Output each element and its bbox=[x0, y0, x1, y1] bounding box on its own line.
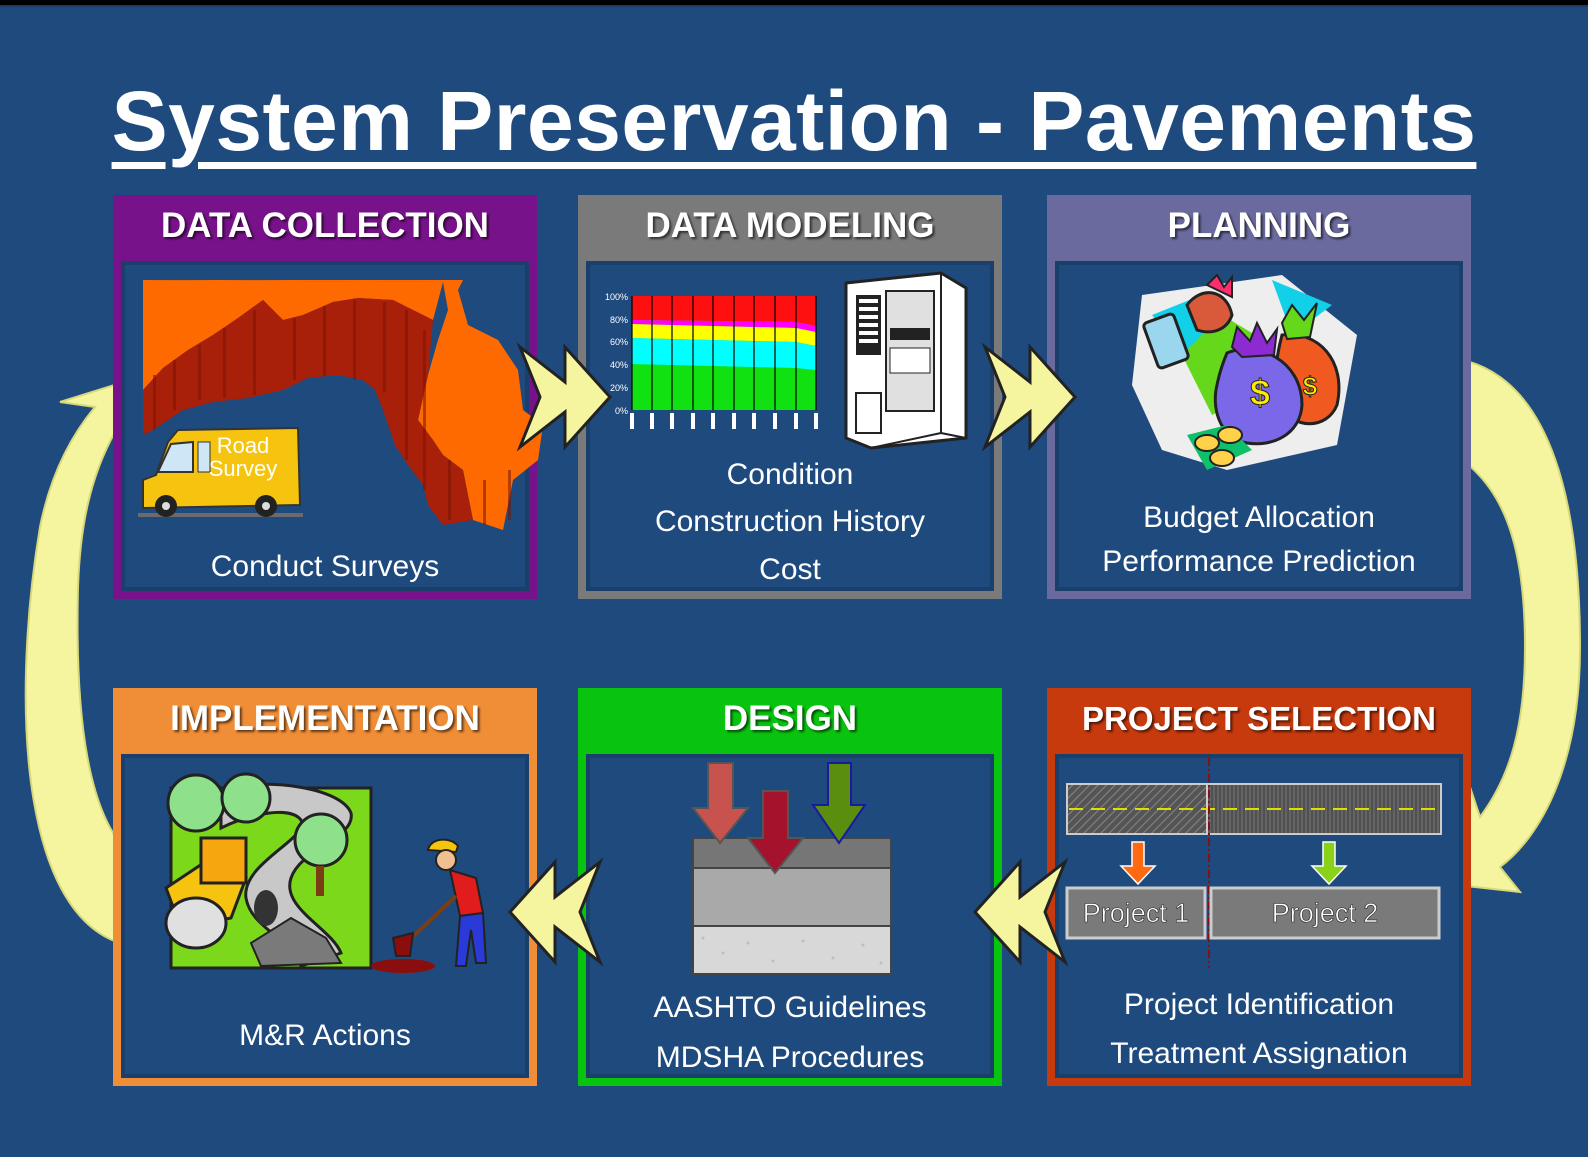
server-icon bbox=[844, 271, 968, 450]
chart-tick: 80% bbox=[610, 315, 628, 325]
road-roller-icon bbox=[164, 772, 373, 970]
card-caption-project-identification: Project Identification bbox=[1123, 988, 1395, 1021]
svg-text:$: $ bbox=[1303, 371, 1318, 401]
road-segment-icon: Project 1 Project 2 bbox=[1065, 758, 1442, 968]
card-caption-condition: Condition bbox=[726, 458, 854, 491]
card-caption-performance-prediction: Performance Prediction bbox=[1102, 545, 1416, 578]
stacked-area-chart-icon: 100% 80% 60% 40% 20% 0% bbox=[605, 292, 818, 429]
3d-state-map-icon bbox=[143, 280, 543, 530]
card-caption-aashto: AASHTO Guidelines bbox=[653, 991, 927, 1024]
project-1-label: Project 1 bbox=[1083, 898, 1190, 928]
card-heading: PLANNING bbox=[1167, 206, 1351, 245]
card-project-selection: PROJECT SELECTION Project 1 Project 2 Pr… bbox=[1047, 688, 1471, 1086]
card-caption-budget-allocation: Budget Allocation bbox=[1143, 501, 1375, 534]
card-planning: PLANNING $ $ Budget Allocation Performan… bbox=[1047, 195, 1471, 599]
card-data-collection: DATA COLLECTION Road Survey Conduct S bbox=[113, 195, 543, 599]
page-title: System Preservation - Pavements bbox=[111, 74, 1477, 168]
chart-tick: 60% bbox=[610, 337, 628, 347]
svg-text:$: $ bbox=[1250, 372, 1270, 413]
survey-van-icon: Road Survey bbox=[138, 426, 303, 517]
chevron-right-arrow-icon bbox=[981, 342, 1078, 452]
card-heading: DATA MODELING bbox=[645, 206, 935, 245]
card-data-modeling: DATA MODELING 100% 80% 60% 40% 20% 0% bbox=[578, 195, 1002, 599]
card-caption-construction-history: Construction History bbox=[654, 505, 926, 538]
curved-arrow-left-icon bbox=[24, 375, 147, 949]
pavement-layers-icon bbox=[690, 762, 892, 975]
card-implementation: IMPLEMENTATION M&R Actions bbox=[113, 688, 537, 1086]
slide-background: System Preservation - Pavements DATA COL… bbox=[0, 5, 1588, 1157]
van-text-line-2: Survey bbox=[209, 456, 277, 481]
card-heading: DATA COLLECTION bbox=[161, 206, 489, 245]
chevron-right-arrow-icon bbox=[516, 342, 613, 452]
card-design: DESIGN AASHTO Guidelines MDSHA Procedure… bbox=[578, 688, 1002, 1086]
card-caption: M&R Actions bbox=[239, 1019, 411, 1052]
card-heading: DESIGN bbox=[722, 699, 858, 738]
chart-tick: 40% bbox=[610, 360, 628, 370]
chevron-left-arrow-icon bbox=[507, 857, 604, 967]
card-heading: IMPLEMENTATION bbox=[170, 699, 480, 738]
card-caption-mdsha: MDSHA Procedures bbox=[655, 1041, 925, 1074]
card-heading: PROJECT SELECTION bbox=[1082, 700, 1436, 737]
money-bags-icon: $ $ bbox=[1132, 273, 1357, 470]
chart-tick: 20% bbox=[610, 383, 628, 393]
chart-tick: 0% bbox=[615, 406, 628, 416]
card-caption-cost: Cost bbox=[759, 553, 821, 586]
card-caption-treatment-assignation: Treatment Assignation bbox=[1110, 1037, 1408, 1070]
curved-arrow-right-icon bbox=[1428, 355, 1582, 894]
worker-shovel-icon bbox=[371, 838, 488, 973]
project-2-label: Project 2 bbox=[1272, 898, 1379, 928]
van-text-line-1: Road bbox=[217, 433, 270, 458]
chart-tick: 100% bbox=[605, 292, 628, 302]
card-caption: Conduct Surveys bbox=[210, 550, 440, 583]
chevron-left-arrow-icon bbox=[972, 857, 1069, 967]
